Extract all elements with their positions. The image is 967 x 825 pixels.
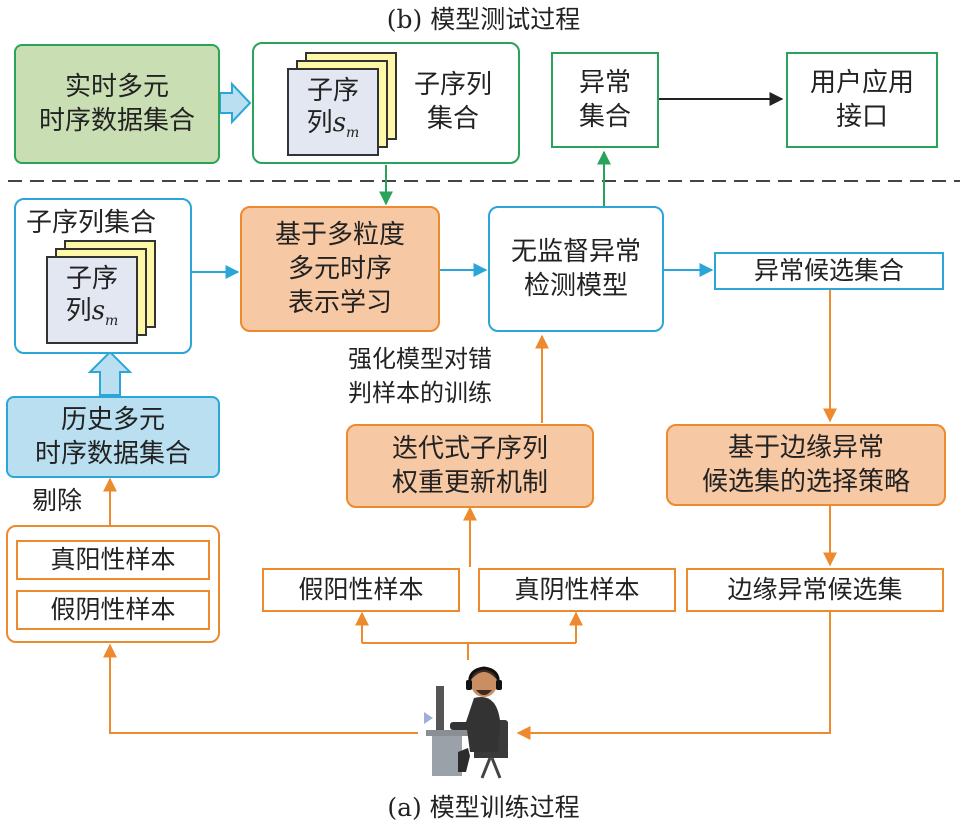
realtime-data-set: 实时多元 时序数据集合 [14, 44, 220, 164]
subseq-symbol: s [332, 107, 347, 138]
fat-arrow-right [219, 81, 252, 125]
false-positive-samples: 假阳性样本 [262, 568, 460, 612]
multi-granularity-repr-learning: 基于多粒度 多元时序 表示学习 [240, 206, 440, 332]
subseq-item-train: 子序 列 [65, 263, 118, 326]
subseq-sheet-train: 子序 列sm [46, 256, 138, 344]
caption-train: (a) 模型训练过程 [387, 793, 580, 822]
fat-arrow-up [87, 350, 133, 396]
subseq-subscript: m [105, 313, 119, 330]
subseq-sheet-test: 子序 列sm [287, 68, 379, 156]
true-negative-samples: 真阴性样本 [478, 568, 676, 612]
unsupervised-detection-model: 无监督异常 检测模型 [488, 206, 664, 332]
subseq-set-train-title: 子序列集合 [26, 208, 157, 238]
edge-anomaly-candidate-set: 边缘异常候选集 [686, 568, 944, 612]
edge-candidate-selection-strategy: 基于边缘异常 候选集的选择策略 [666, 424, 946, 506]
true-positive-samples: 真阳性样本 [16, 540, 210, 580]
false-negative-samples: 假阴性样本 [16, 590, 210, 630]
anomaly-set: 异常 集合 [551, 52, 659, 148]
caption-test: (b) 模型测试过程 [386, 5, 581, 34]
arrow-edge-to-person [516, 612, 831, 740]
subseq-subscript: m [346, 125, 360, 142]
reinforce-training-label: 强化模型对错 判样本的训练 [348, 345, 492, 407]
subseq-symbol: s [91, 295, 106, 326]
history-data-set: 历史多元 时序数据集合 [6, 396, 220, 478]
remove-label: 剔除 [32, 486, 83, 515]
arrow-person-to-labels [103, 643, 418, 734]
subseq-item-test: 子序 列 [306, 75, 359, 138]
iterative-reweight-mechanism: 迭代式子序列 权重更新机制 [346, 424, 594, 508]
user-api: 用户应用 接口 [786, 52, 938, 148]
anomaly-candidate-set: 异常候选集合 [714, 252, 944, 290]
subseq-set-test-label: 子序列 集合 [414, 70, 493, 134]
